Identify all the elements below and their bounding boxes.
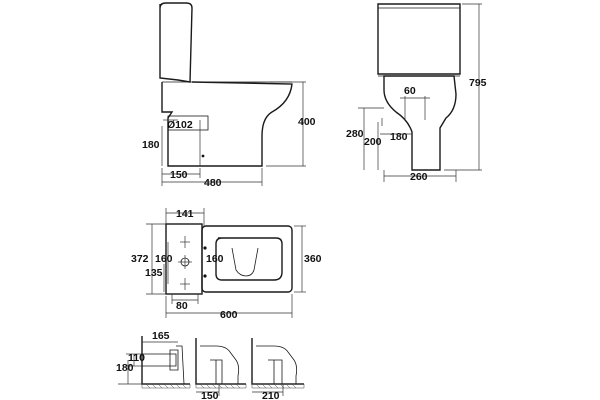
front-dim-inlet-lower: 200 — [364, 136, 382, 148]
connection-detail-horizontal: 165 110 180 — [116, 330, 191, 389]
side-dim-depth: 480 — [204, 177, 222, 189]
front-dim-inlet-height: 280 — [346, 128, 364, 140]
detail3-dim-p-trap: 210 — [262, 390, 280, 400]
plan-fix-point-top — [203, 246, 207, 250]
detail2-pan-profile — [200, 345, 240, 384]
plan-fix-point-bottom — [203, 274, 207, 278]
front-cistern-outline — [377, 3, 461, 75]
side-dim-waste-offset: 150 — [170, 169, 188, 181]
side-elevation-view: Ø102 180 150 480 400 — [142, 2, 316, 189]
detail1-connector — [169, 349, 179, 371]
front-dim-base-width: 260 — [410, 171, 428, 183]
side-dim-pipe-dia: Ø102 — [167, 119, 193, 131]
detail3-pan-profile — [256, 345, 298, 384]
front-dim-inlet-spacing: 60 — [404, 85, 416, 97]
connection-details: 165 110 180 150 210 — [116, 330, 305, 400]
side-fix-point — [201, 154, 205, 158]
plan-dim-fix-height: 135 — [145, 267, 163, 279]
detail1-pipe — [142, 353, 177, 367]
connection-detail-s-trap: 150 — [195, 338, 247, 400]
side-dim-waste-height: 180 — [142, 139, 160, 151]
side-cistern-outline — [159, 2, 193, 83]
detail2-dim-s-trap: 150 — [201, 390, 219, 400]
detail1-pan-edge — [176, 345, 185, 385]
side-outlet-pipe — [167, 115, 209, 131]
plan-view: 141 372 160 160 135 360 80 600 — [131, 208, 322, 321]
plan-dim-fix-left: 160 — [155, 253, 173, 265]
plan-dim-length: 600 — [220, 309, 238, 321]
detail2-floor-hatch — [195, 383, 247, 389]
front-pan-outline — [383, 75, 457, 171]
plan-bowl-opening — [231, 247, 259, 277]
plan-dim-fix-right: 160 — [206, 253, 224, 265]
front-dim-total-height: 795 — [469, 77, 487, 89]
detail1-floor-hatch — [141, 383, 191, 389]
plan-dim-rear-gap: 80 — [176, 300, 188, 312]
detail1-dim-floor-height: 180 — [116, 362, 134, 374]
connection-detail-p-trap: 210 — [251, 338, 305, 400]
detail3-floor-hatch — [251, 383, 305, 389]
front-dim-inlet-width: 180 — [390, 131, 408, 143]
plan-dim-inlet-offset: 141 — [176, 208, 194, 220]
detail1-dim-pipe-level: 110 — [128, 352, 145, 364]
front-elevation-view: 60 795 280 200 180 260 — [346, 3, 487, 183]
side-dim-pan-height: 400 — [298, 116, 316, 128]
plan-dim-width: 360 — [304, 253, 322, 265]
detail2-trap-pipe — [210, 359, 223, 384]
plan-dim-overall-width: 372 — [131, 253, 149, 265]
detail2-wall-floor — [195, 338, 246, 385]
side-pan-outline — [161, 81, 293, 167]
plan-seat-outline — [215, 237, 283, 281]
detail1-dim-pipe-height: 165 — [152, 330, 170, 342]
detail3-trap-pipe — [268, 359, 283, 384]
